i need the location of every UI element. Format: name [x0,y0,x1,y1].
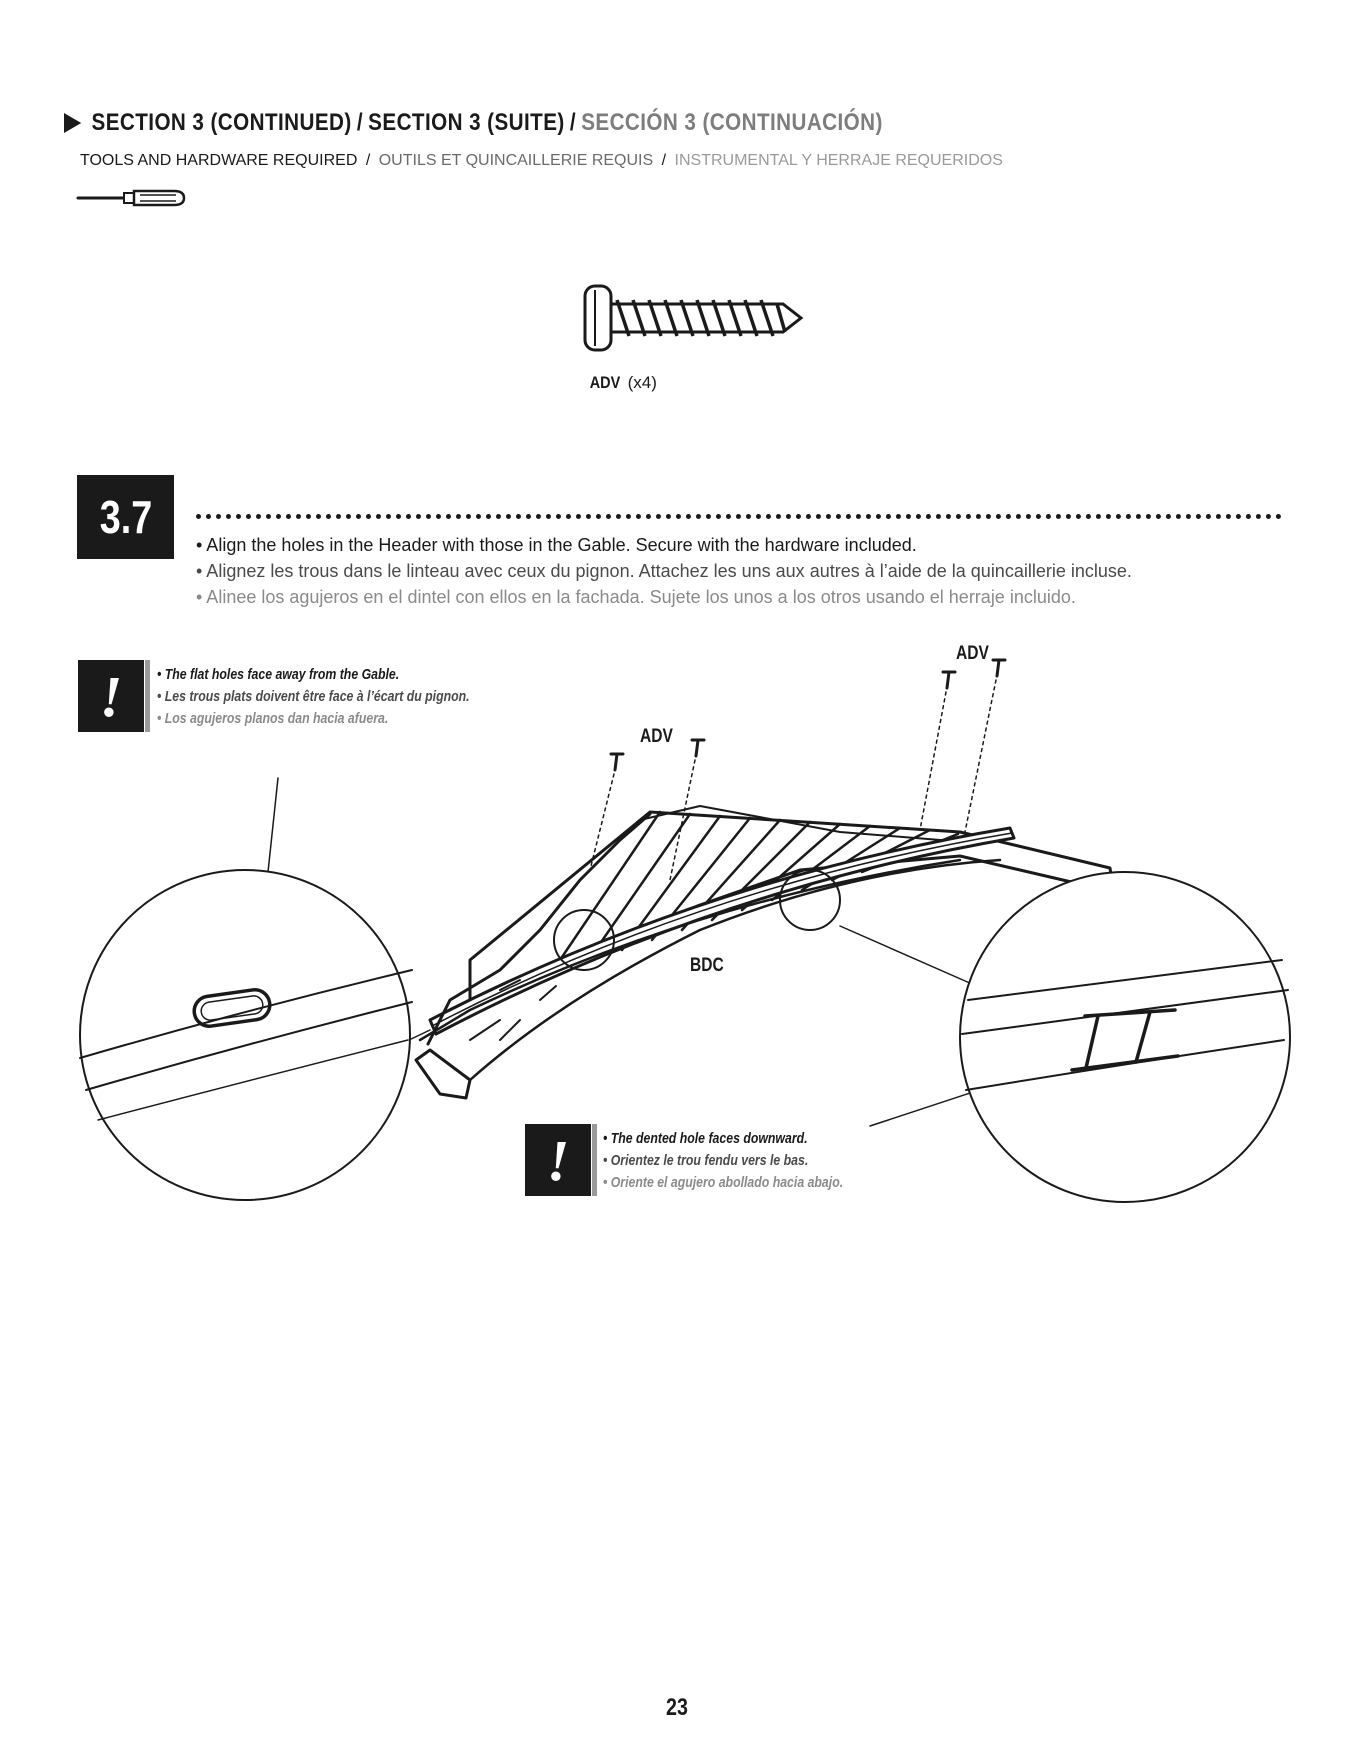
screwdriver-icon [76,189,186,207]
lower-panel [414,812,1002,1100]
screw-marker [609,738,706,772]
detail-callout-circle [779,869,841,931]
note-flat-es: • Los agujeros planos dan hacia afuera. [157,710,389,727]
screw-guide-line [589,759,696,881]
diagram-label-bdc: BDC [690,955,724,976]
screw-marker [941,658,1007,690]
diagram-label-adv-right: ADV [956,643,989,664]
exclamation-icon: ! [546,1127,570,1193]
tools-separator: / [661,152,667,169]
flat-hole-icon [192,988,272,1028]
play-arrow-icon [64,113,82,133]
tools-separator: / [365,152,371,169]
instruction-en: • Align the holes in the Header with tho… [196,535,917,555]
tools-required-line: TOOLS AND HARDWARE REQUIRED / OUTILS ET … [80,152,1003,170]
detail-callout-circle [553,909,615,971]
step-number: 3.7 [99,491,152,543]
flat-hole-detail [79,869,413,1201]
hardware-code: ADV [589,373,621,392]
instruction-fr: • Alignez les trous dans le linteau avec… [196,561,1132,581]
note-flat-fr: • Les trous plats doivent être face à l’… [157,688,470,705]
tools-label-fr: OUTILS ET QUINCAILLERIE REQUIS [378,152,654,169]
note-dented-en: • The dented hole faces downward. [603,1130,808,1147]
section-header: SECTION 3 (CONTINUED) / SECTION 3 (SUITE… [64,106,883,140]
leader-line [839,925,973,985]
note-flat-en: • The flat holes face away from the Gabl… [157,666,400,683]
section-title-en: SECTION 3 (CONTINUED) [91,109,352,136]
screw-icon [583,284,804,352]
section-title-es: SECCIÓN 3 (CONTINUACIÓN) [581,109,883,136]
note-dented-es: • Oriente el agujero abollado hacia abaj… [603,1174,844,1191]
warning-box-dented: ! [525,1124,591,1196]
dotted-divider [196,514,1282,519]
tools-label-en: TOOLS AND HARDWARE REQUIRED [80,152,358,169]
diagram-label-adv-left: ADV [640,726,673,747]
title-separator: / [356,109,364,136]
tools-label-es: INSTRUMENTAL Y HERRAJE REQUERIDOS [674,152,1003,169]
section-title-fr: SECTION 3 (SUITE) [368,109,565,136]
note-accent-bar [592,1124,597,1196]
note-dented-hole: • The dented hole faces downward. • Orie… [603,1128,843,1194]
hardware-quantity: (x4) [627,373,657,392]
dented-hole-detail [959,871,1291,1203]
exclamation-icon: ! [99,663,123,729]
hardware-label: ADV (x4) [587,373,657,393]
step-number-box: 3.7 [77,475,174,559]
warning-box-flat: ! [78,660,144,732]
dented-hole-icon [1070,1008,1180,1072]
title-separator: / [569,109,577,136]
note-dented-fr: • Orientez le trou fendu vers le bas. [603,1152,809,1169]
instruction-es: • Alinee los agujeros en el dintel con e… [196,587,1076,607]
step-instructions: • Align the holes in the Header with tho… [196,532,1132,610]
note-accent-bar [145,660,150,732]
screw-guide-line [919,679,997,833]
note-flat-holes: • The flat holes face away from the Gabl… [157,664,470,730]
page-number: 23 [666,1694,688,1721]
